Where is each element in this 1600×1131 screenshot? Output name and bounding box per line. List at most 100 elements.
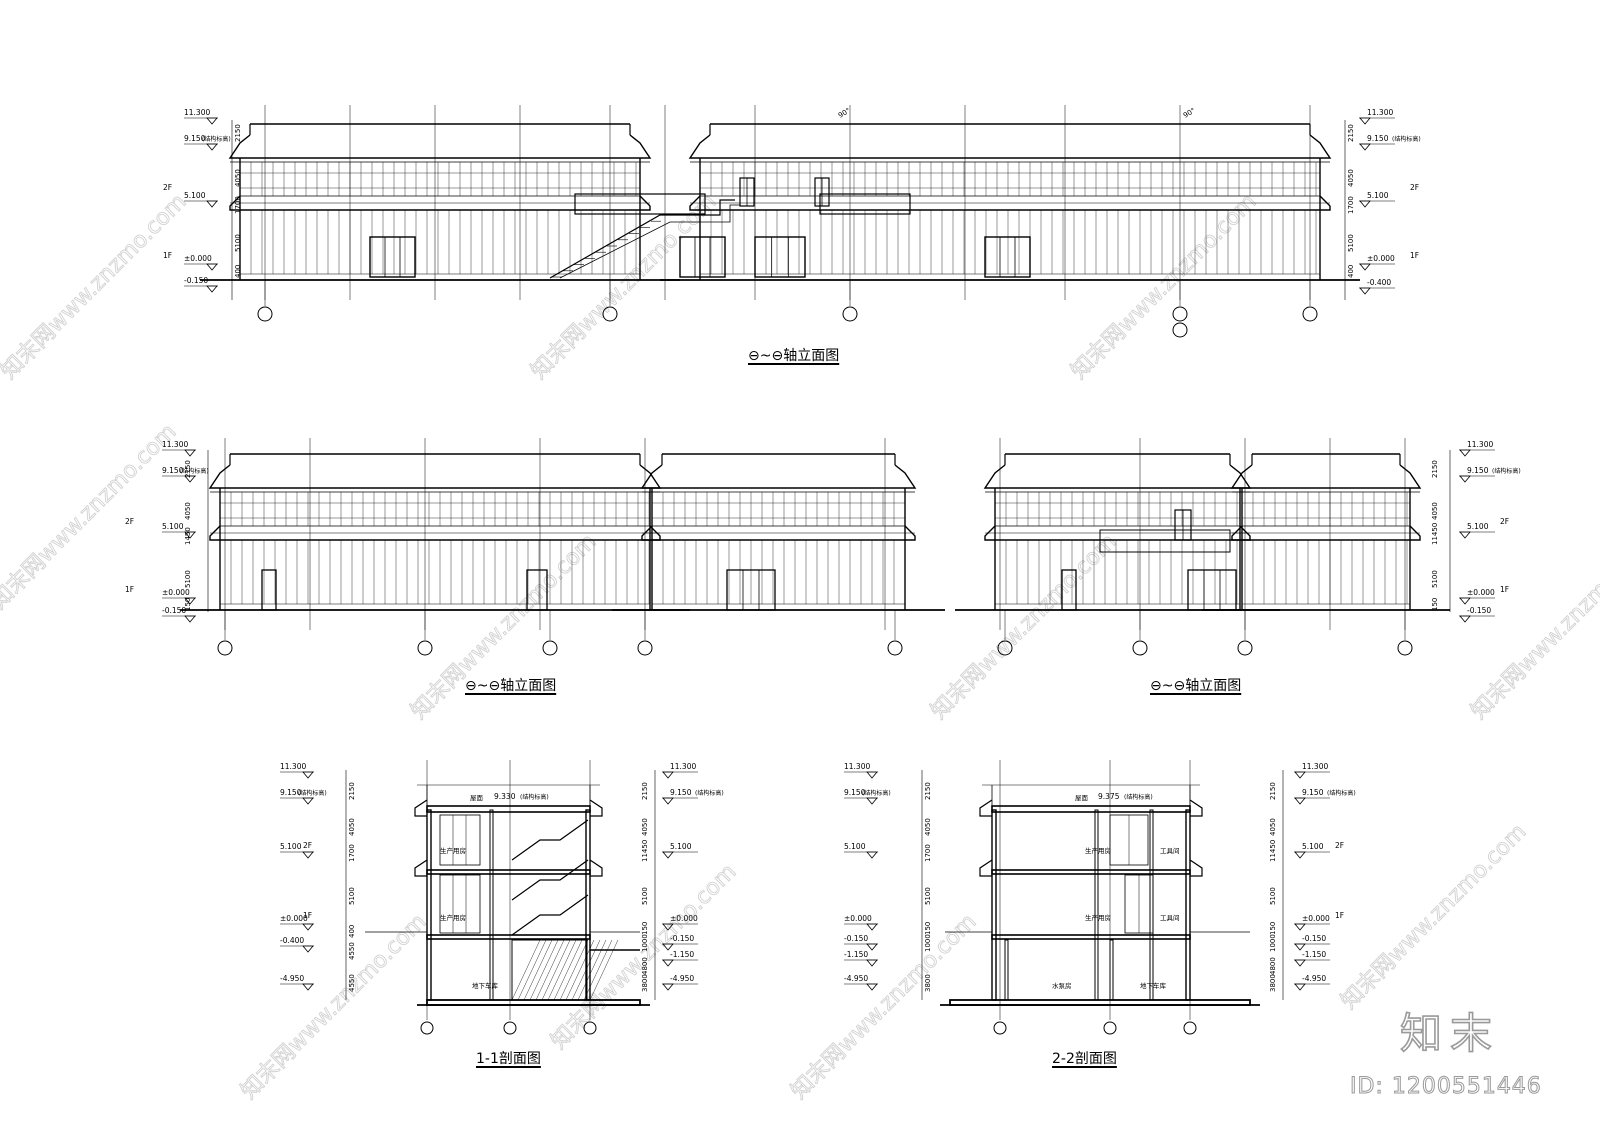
drawing-label: -0.150 bbox=[162, 606, 186, 615]
level-marker: -4.950 bbox=[1294, 974, 1330, 991]
brand-watermark-logo: 知末 bbox=[1399, 1008, 1501, 1059]
level-marker: 5.100 bbox=[162, 522, 196, 539]
drawing-label: 11.300 bbox=[1302, 762, 1328, 771]
drawing-label: -1.150 bbox=[670, 950, 694, 959]
level-triangle bbox=[1294, 797, 1306, 805]
drawing-rect bbox=[1061, 569, 1077, 611]
drawing-label: -4.950 bbox=[280, 974, 304, 983]
level-marker: -1.150 bbox=[844, 950, 878, 967]
axis-bubble bbox=[257, 306, 273, 322]
drawing-rect bbox=[426, 934, 591, 940]
drawing-label: 工具间 bbox=[1160, 847, 1180, 855]
level-marker: ±0.000 bbox=[184, 254, 218, 271]
level-triangle bbox=[1359, 200, 1371, 208]
drawing-label: ±0.000 bbox=[1302, 914, 1330, 923]
drawing-rect bbox=[1094, 809, 1099, 1001]
drawing-polyline bbox=[589, 859, 603, 877]
drawing-line bbox=[517, 939, 547, 1001]
level-marker: 5.100 bbox=[1359, 191, 1395, 208]
axis-bubble bbox=[217, 640, 233, 656]
drawing-label: 2150 bbox=[1269, 782, 1277, 800]
axis-bubble bbox=[1237, 640, 1253, 656]
drawing-label: 生产用房 bbox=[440, 846, 466, 855]
document-id: ID: 1200551446 bbox=[1350, 1074, 1542, 1100]
level-marker: 9.150(结构标高) bbox=[184, 134, 231, 151]
drawing-label: -0.150 bbox=[1467, 606, 1491, 615]
drawing-label: -4.950 bbox=[1302, 974, 1326, 983]
level-marker: 9.150(结构标高) bbox=[844, 788, 891, 805]
level-triangle bbox=[1459, 615, 1471, 623]
drawing-polyline bbox=[983, 464, 1252, 489]
level-marker: 5.100 bbox=[662, 842, 698, 859]
level-marker: 5.100 bbox=[280, 842, 314, 859]
drawing-rect bbox=[991, 809, 997, 1001]
level-marker: ±0.000 bbox=[1294, 914, 1330, 931]
drawing-polyline bbox=[1230, 464, 1422, 489]
level-marker: -4.950 bbox=[662, 974, 698, 991]
drawing-polyline bbox=[589, 799, 603, 817]
drawing-label: 1000 bbox=[924, 934, 932, 952]
drawing-label: 400 bbox=[348, 925, 356, 938]
level-triangle bbox=[1359, 263, 1371, 271]
drawing-label: (结构标高) bbox=[298, 789, 327, 797]
level-marker: ±0.000 bbox=[844, 914, 878, 931]
axis-bubble bbox=[602, 306, 618, 322]
drawing-polyline bbox=[1189, 859, 1203, 877]
axis-bubble bbox=[637, 640, 653, 656]
level-marker: -0.150 bbox=[662, 934, 698, 951]
axis-bubble bbox=[417, 640, 433, 656]
drawing-label: 2150 bbox=[184, 460, 192, 478]
drawing-label: (结构标高) bbox=[180, 467, 209, 475]
level-marker: -1.150 bbox=[662, 950, 698, 967]
drawing-label: 1700 bbox=[924, 844, 932, 862]
elevation-mid-left-title: ⊖~⊖轴立面图 bbox=[465, 678, 557, 694]
drawing-polyline bbox=[549, 199, 735, 279]
level-triangle bbox=[1359, 143, 1371, 151]
level-triangle bbox=[206, 200, 218, 208]
stair-hatch bbox=[511, 939, 619, 1001]
drawing-label: ±0.000 bbox=[280, 914, 308, 923]
section-2-title: 2-2剖面图 bbox=[1052, 1051, 1117, 1067]
drawing-label: 4800 bbox=[1269, 957, 1277, 975]
drawing-label: 1F bbox=[125, 585, 134, 594]
drawing-rect bbox=[1099, 529, 1231, 553]
site-watermark: 知末网www.znzmo.com bbox=[0, 189, 191, 384]
drawing-label: 90° bbox=[1182, 107, 1197, 120]
drawing-label: 1700 bbox=[1347, 196, 1355, 214]
drawing-label: 4050 bbox=[234, 169, 242, 187]
level-marker: 11.300 bbox=[662, 762, 698, 779]
drawing-label: (结构标高) bbox=[1124, 793, 1153, 801]
level-triangle bbox=[662, 771, 674, 779]
drawing-label: (结构标高) bbox=[1492, 467, 1521, 475]
axis-bubble bbox=[1103, 1021, 1117, 1035]
drawing-label: (结构标高) bbox=[1327, 789, 1356, 797]
level-marker: 9.150(结构标高) bbox=[662, 788, 724, 805]
drawing-label: 2F bbox=[1335, 841, 1344, 850]
drawing-label: 地下车库 bbox=[1140, 981, 1167, 990]
drawing-polyline bbox=[641, 525, 916, 541]
level-triangle bbox=[1459, 475, 1471, 483]
drawing-label: 1000 bbox=[1269, 934, 1277, 952]
site-watermark: 知末网www.znzmo.com bbox=[1067, 189, 1262, 384]
drawing-label: -1.150 bbox=[844, 950, 868, 959]
drawing-label: 5.100 bbox=[1302, 842, 1324, 851]
level-triangle bbox=[1459, 449, 1471, 457]
drawing-rect bbox=[439, 814, 481, 866]
level-marker: 11.300 bbox=[844, 762, 878, 779]
drawing-label: 3800 bbox=[641, 974, 649, 992]
site-watermark: 知末网www.znzmo.com bbox=[1337, 819, 1532, 1014]
drawing-line bbox=[511, 939, 541, 1001]
drawing-label: 11.300 bbox=[670, 762, 696, 771]
drawing-label: 2150 bbox=[924, 782, 932, 800]
drawing-rect bbox=[526, 569, 548, 611]
level-marker: -4.950 bbox=[280, 974, 314, 991]
drawing-label: 9.330 bbox=[494, 792, 516, 801]
drawing-polyline bbox=[511, 819, 589, 861]
level-triangle bbox=[1359, 117, 1371, 125]
drawing-label: 11450 bbox=[641, 840, 649, 862]
axis-bubble bbox=[887, 640, 903, 656]
level-triangle bbox=[1294, 959, 1306, 967]
level-triangle bbox=[1294, 771, 1306, 779]
drawing-label: (结构标高) bbox=[202, 135, 231, 143]
drawing-label: 150 bbox=[1431, 598, 1439, 611]
